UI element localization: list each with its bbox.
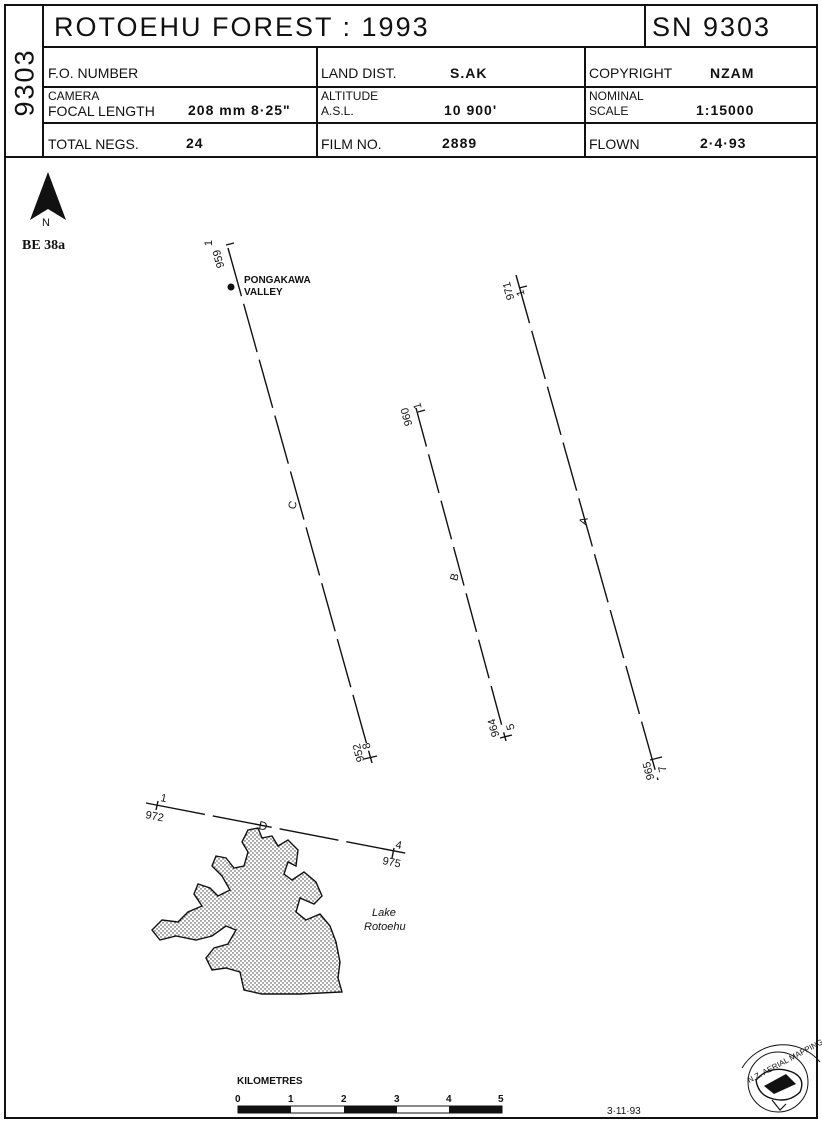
focal-length-label: FOCAL LENGTH	[48, 103, 155, 119]
map-title: ROTOEHU FOREST : 1993	[54, 12, 430, 42]
land-dist-value: S.AK	[450, 65, 488, 81]
line-d-start-frame: 1	[159, 792, 167, 805]
flown-label: FLOWN	[589, 136, 640, 152]
lake-name-1: Lake	[372, 907, 396, 919]
pongakawa-valley-marker	[227, 283, 235, 291]
flight-line-b: 960 1 B 5 964	[399, 401, 518, 742]
line-b-end-frame: 5	[505, 722, 518, 731]
scale-tick-4: 4	[446, 1094, 452, 1105]
altitude-label: ALTITUDE	[321, 89, 379, 103]
header-divider	[644, 6, 646, 46]
line-c-start-frame: 1	[203, 240, 215, 246]
altitude-value: 10 900'	[444, 102, 498, 118]
place-name-2: VALLEY	[244, 287, 283, 298]
line-a-start-neg: 971	[501, 280, 517, 301]
total-negs-value: 24	[186, 135, 204, 151]
header-divider	[316, 46, 318, 156]
header-divider	[42, 46, 818, 48]
asl-label: A.S.L.	[321, 104, 354, 118]
line-c-end-neg: 952	[351, 742, 367, 763]
fo-number-label: F.O. NUMBER	[48, 65, 139, 81]
scale-bar-title: KILOMETRES	[237, 1076, 303, 1087]
header-divider	[42, 122, 818, 124]
line-a-start-frame: 1	[515, 288, 528, 297]
line-d-end-neg: 975	[381, 855, 401, 870]
line-b-end-neg: 964	[486, 717, 502, 738]
flight-line-a: 971 1 A 7 965	[501, 274, 670, 781]
scale-tick-1: 1	[288, 1094, 294, 1105]
scale-tick-2: 2	[341, 1094, 347, 1105]
sortie-number: SN 9303	[652, 12, 772, 42]
map-reference: BE 38a	[22, 238, 65, 253]
lake-rotoehu-shape	[151, 827, 343, 995]
header-divider	[584, 46, 586, 156]
camera-label: CAMERA	[48, 89, 100, 103]
flown-value: 2·4·93	[700, 135, 747, 151]
scale-value: 1:15000	[696, 102, 755, 118]
line-a-name: A	[577, 515, 591, 526]
line-a-end-frame: 7	[657, 764, 670, 773]
film-no-label: FILM NO.	[321, 136, 382, 152]
copyright-label: COPYRIGHT	[589, 65, 673, 81]
lake-name-2: Rotoehu	[364, 921, 406, 933]
line-b-name: B	[448, 572, 461, 582]
scale-tick-0: 0	[235, 1094, 241, 1105]
film-no-value: 2889	[442, 135, 478, 151]
scale-tick-5: 5	[498, 1094, 504, 1105]
camera-focal-length-value: 208 mm 8·25"	[188, 102, 291, 118]
line-d-name: D	[257, 818, 269, 833]
line-c-start-neg: 959	[211, 248, 227, 269]
map-sheet: 9303 ROTOEHU FOREST : 1993 SN 9303 F.O. …	[4, 4, 818, 1119]
copyright-value: NZAM	[710, 65, 755, 81]
scale-tick-3: 3	[394, 1094, 400, 1105]
header-divider	[6, 156, 818, 158]
line-d-end-frame: 4	[394, 839, 402, 852]
line-b-start-frame: 1	[412, 401, 425, 410]
total-negs-label: TOTAL NEGS.	[48, 136, 139, 152]
nominal-label: NOMINAL	[589, 89, 644, 103]
scale-bar: KILOMETRES 0 1 2 3 4 5	[235, 1076, 504, 1114]
compilation-date: 3·11·93	[607, 1106, 641, 1117]
line-a-end-neg: 965	[641, 760, 657, 781]
line-d-start-neg: 972	[144, 809, 164, 824]
scale-label: SCALE	[589, 104, 629, 118]
place-name-1: PONGAKAWA	[244, 275, 311, 286]
line-c-name: C	[286, 500, 300, 511]
north-label: N	[42, 217, 50, 229]
line-b-start-neg: 960	[399, 406, 415, 427]
header-divider	[42, 6, 44, 156]
flight-line-d: 1 972 D 4 975	[144, 792, 411, 870]
header-divider	[42, 86, 818, 88]
nz-aerial-mapping-logo-icon: N.Z. AERIAL MAPPING LTD	[741, 1029, 822, 1113]
land-dist-label: LAND DIST.	[321, 65, 397, 81]
north-arrow-icon: N	[30, 172, 66, 229]
line-c-end-frame: 8	[361, 741, 374, 750]
flight-line-c: PONGAKAWA VALLEY 1 959 C 8 952	[203, 240, 378, 763]
